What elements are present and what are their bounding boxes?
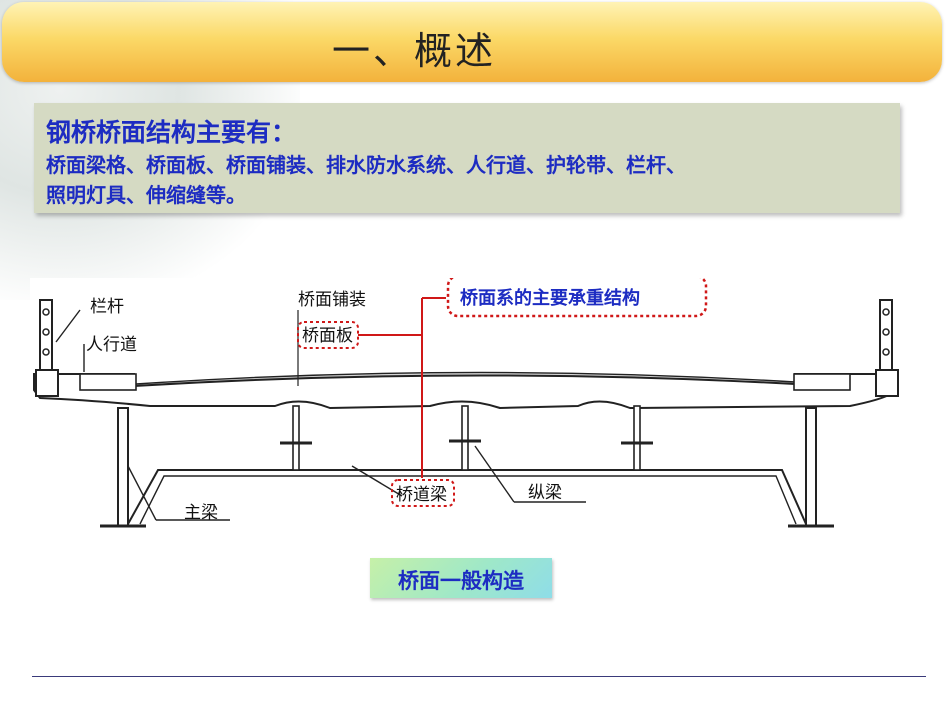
cross-beam-highlight-box — [391, 479, 455, 507]
intro-box: 钢桥桥面结构主要有： 桥面梁格、桥面板、桥面铺装、排水防水系统、人行道、护轮带、… — [34, 103, 900, 213]
cross-beam-bottom — [127, 469, 807, 525]
main-girder-label: 主梁 — [184, 503, 218, 522]
slide-title: 一、概述 — [332, 29, 497, 73]
sidewalk-label: 人行道 — [86, 335, 137, 354]
railing-bolt — [882, 328, 890, 336]
curb-left — [35, 369, 59, 397]
sidewalk-slab-left — [79, 373, 137, 391]
bridge-deck-diagram: 栏杆 人行道 桥面铺装 桥面板 桥面系的主要承重结构 桥道梁 纵梁 主梁 — [30, 278, 950, 538]
stringer-1 — [292, 405, 300, 471]
railing-bolt — [882, 308, 890, 316]
deck-paving-label: 桥面铺装 — [298, 290, 366, 309]
deck-plate-label: 桥面板 — [302, 326, 353, 345]
deck-system-label: 桥面系的主要承重结构 — [460, 287, 640, 309]
sidewalk-slab-right — [793, 373, 851, 391]
title-bar: 一、概述 — [2, 2, 942, 82]
intro-line-1: 桥面梁格、桥面板、桥面铺装、排水防水系统、人行道、护轮带、栏杆、 — [46, 153, 686, 177]
railing-bolt — [42, 308, 50, 316]
intro-heading: 钢桥桥面结构主要有： — [46, 118, 297, 147]
caption-box: 桥面一般构造 — [370, 558, 552, 598]
curb-right — [875, 369, 899, 397]
cross-beam-inner — [139, 475, 797, 525]
railing-label: 栏杆 — [90, 297, 124, 316]
intro-body: 桥面梁格、桥面板、桥面铺装、排水防水系统、人行道、护轮带、栏杆、 照明灯具、伸缩… — [46, 150, 892, 210]
footer-divider — [32, 676, 926, 677]
deck-system-highlight-box — [446, 278, 708, 318]
main-girder-left-web — [117, 407, 129, 527]
cross-beam-leader — [351, 465, 403, 497]
deck-plate-outline — [33, 373, 897, 410]
railing-bolt — [42, 348, 50, 356]
diagram-caption: 桥面一般构造 — [398, 568, 524, 593]
main-girder-leader — [127, 465, 157, 521]
railing-bolt — [882, 348, 890, 356]
stringer-2 — [461, 405, 469, 471]
railing-leader — [55, 309, 81, 343]
stringer-3 — [633, 405, 641, 471]
railing-bolt — [42, 328, 50, 336]
cross-beam-label: 桥道梁 — [396, 485, 447, 504]
deck-plate-highlight-box — [297, 321, 359, 349]
stringer-leader — [474, 445, 515, 503]
intro-line-2: 照明灯具、伸缩缝等。 — [46, 183, 246, 207]
stringer-label: 纵梁 — [528, 483, 562, 502]
main-girder-right-web — [805, 407, 817, 527]
diagram-background — [30, 278, 950, 538]
